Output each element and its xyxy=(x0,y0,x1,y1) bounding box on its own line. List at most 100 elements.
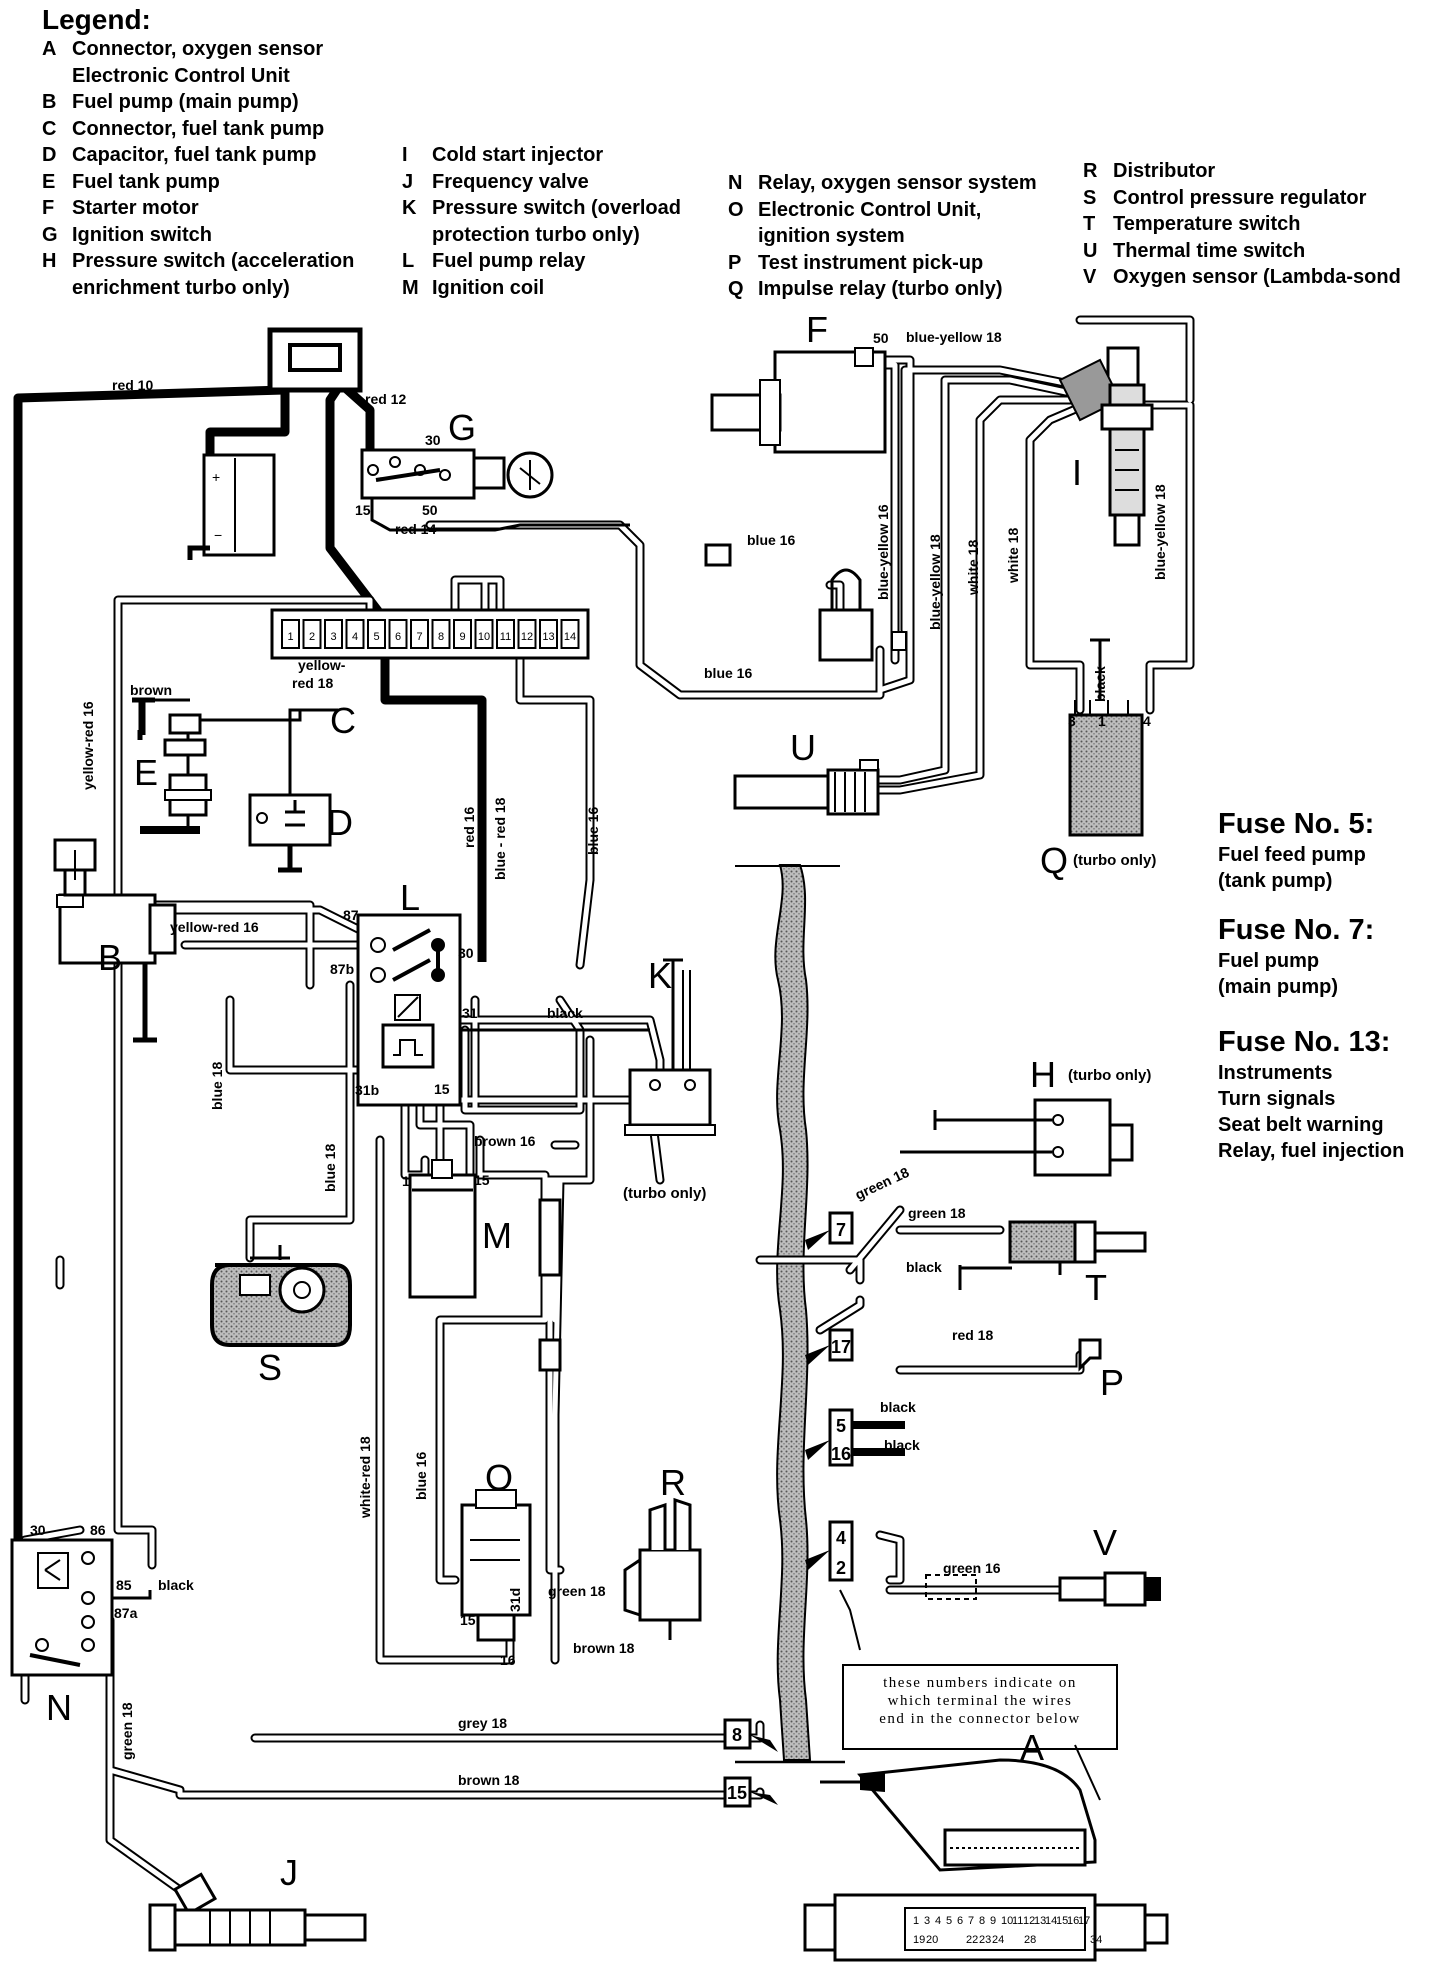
label-j: J xyxy=(280,1852,298,1893)
label-n: N xyxy=(46,1687,72,1728)
fuse-slot-number: 5 xyxy=(373,631,379,643)
connector-pin-number: 3 xyxy=(924,1915,930,1927)
label-g: G xyxy=(448,407,476,448)
ignition-coil xyxy=(408,1159,477,1299)
legend-text: Frequency valve xyxy=(432,170,589,193)
wire-label: green 18 xyxy=(908,1205,966,1221)
conn-terminal: 7 xyxy=(836,1220,846,1240)
legend-entry: protection turbo only) xyxy=(402,222,681,249)
fuse-slot xyxy=(281,619,300,649)
legend-text: Fuel tank pump xyxy=(72,170,220,193)
fuse-slot-number: 10 xyxy=(478,631,490,643)
fuse-line: Fuel pump xyxy=(1218,950,1320,972)
label-h: H xyxy=(1030,1054,1056,1095)
fuse-slot xyxy=(367,619,386,649)
label-m: M xyxy=(482,1215,512,1256)
terminal-label: 31d xyxy=(507,1588,523,1612)
impulse-relay xyxy=(1068,638,1144,837)
terminal-label: 30 xyxy=(30,1522,46,1538)
wire-label: black xyxy=(880,1399,916,1415)
note-leader xyxy=(839,1589,861,1651)
label-u: U xyxy=(790,727,816,768)
wire-red-12-g xyxy=(339,381,375,456)
legend-text: Test instrument pick-up xyxy=(758,251,984,274)
fuel-tank-pump xyxy=(132,697,212,834)
conn-terminal: 16 xyxy=(831,1444,851,1464)
connector-pin-number: 17 xyxy=(1078,1915,1090,1927)
terminal-label: 86 xyxy=(90,1522,106,1538)
fuse-line: Fuel feed pump xyxy=(1218,844,1366,866)
fuse-slot xyxy=(560,619,580,649)
legend-key: Q xyxy=(728,278,744,300)
fuse-slot-number: 9 xyxy=(459,631,465,643)
wire-label: black xyxy=(906,1259,942,1275)
fuse-slot xyxy=(453,619,472,649)
legend-text: Pressure switch (overload xyxy=(432,197,681,219)
turbo-only-tag-k: (turbo only) xyxy=(623,1185,706,1202)
terminal-label: 1 xyxy=(402,1173,410,1189)
terminal-label: 15 xyxy=(434,1081,450,1097)
legend-text: Capacitor, fuel tank pump xyxy=(72,144,317,166)
fuse-slot xyxy=(388,619,408,649)
fuse-slot xyxy=(345,619,365,649)
wire-label: black xyxy=(158,1577,194,1593)
fuse-line: Instruments xyxy=(1218,1062,1333,1084)
fuse-slot-number: 8 xyxy=(438,631,444,643)
label-k: K xyxy=(648,955,672,996)
legend-key: I xyxy=(402,144,408,166)
terminal-label: 15 xyxy=(460,1612,476,1628)
fuse-slot-number: 11 xyxy=(500,631,511,643)
terminal-label: 31b xyxy=(355,1082,379,1098)
black-ground-bars xyxy=(852,1421,905,1456)
terminal-label: 15 xyxy=(474,1172,490,1188)
legend-key: S xyxy=(1083,186,1097,209)
thermal-time-switch xyxy=(733,759,880,816)
label-v: V xyxy=(1093,1522,1117,1563)
wire-black-n xyxy=(102,1590,152,1600)
terminal-label: 1 xyxy=(1098,713,1106,729)
connector-pin-number: 10 xyxy=(1001,1915,1013,1927)
terminal-label: 16 xyxy=(500,1652,516,1668)
connector-pin-number: 22 xyxy=(966,1934,978,1946)
legend-text: Starter motor xyxy=(72,197,199,219)
fuse-slot xyxy=(324,619,343,649)
main-power-connector xyxy=(267,327,363,393)
fuse-slot-number: 4 xyxy=(352,631,358,643)
wire-label: yellow- xyxy=(298,657,346,673)
connector-pin-number: 34 xyxy=(1090,1934,1102,1946)
fuse-heading: Fuse No. 5: xyxy=(1218,808,1375,840)
fuse-slot-number: 7 xyxy=(416,631,422,643)
conn-terminal: 15 xyxy=(727,1783,747,1803)
label-r: R xyxy=(660,1462,686,1503)
fuse-slot-number: 13 xyxy=(542,631,554,643)
legend-key: U xyxy=(1083,239,1098,262)
terminal-label: 4 xyxy=(1143,713,1151,729)
legend-text: Cold start injector xyxy=(432,144,604,166)
legend-title: Legend: xyxy=(42,4,151,35)
terminal-label: 3 xyxy=(1068,713,1076,729)
terminal-label: 87 xyxy=(343,907,359,923)
wire-label: blue 16 xyxy=(413,1452,429,1500)
conn-terminal: 2 xyxy=(836,1558,846,1578)
wire-label: white-red 18 xyxy=(357,1436,373,1519)
label-s: S xyxy=(258,1347,282,1388)
connector-pin-number: 7 xyxy=(968,1915,974,1927)
inline-fuse xyxy=(538,1198,562,1372)
legend-entry: ignition system xyxy=(728,223,1037,250)
label-f: F xyxy=(806,309,828,350)
oxygen-sensor-relay xyxy=(10,1538,114,1677)
wire-label: black xyxy=(1092,666,1108,702)
frequency-valve xyxy=(148,1872,367,1952)
legend-key: R xyxy=(1083,160,1098,182)
label-a: A xyxy=(1020,1727,1044,1768)
legend-text: Connector, fuel tank pump xyxy=(72,117,325,140)
legend-text: Pressure switch (acceleration xyxy=(72,250,355,272)
